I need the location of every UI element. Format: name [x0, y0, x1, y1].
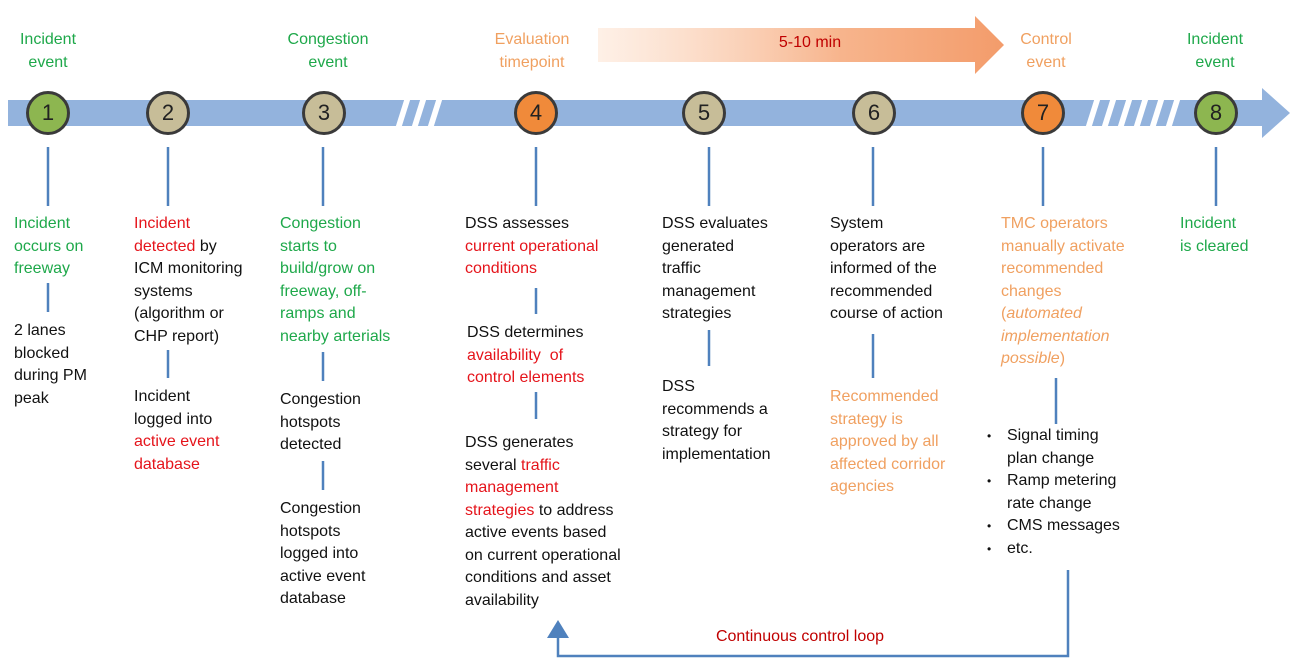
step-node-2: 2 — [146, 91, 190, 135]
text-segment: 2 lanes blocked during PM peak — [14, 322, 87, 407]
text-segment: Incident detected — [134, 215, 196, 255]
text-segment: TMC operators manually activate recommen… — [1001, 215, 1125, 322]
text-dss-evaluates: DSS evaluates generated traffic manageme… — [662, 213, 768, 326]
text-hotspots-detected: Congestion hotspots detected — [280, 389, 361, 457]
connector-lines — [46, 147, 1218, 490]
timeline-break-1 — [394, 94, 444, 132]
control-loop-label: Continuous control loop — [715, 628, 885, 645]
text-segment: traffic management strategies — [465, 456, 560, 519]
text-lanes-blocked: 2 lanes blocked during PM peak — [14, 320, 87, 410]
control-loop-arrowhead — [547, 620, 569, 638]
text-segment: DSS assesses — [465, 215, 570, 232]
text-segment: Congestion hotspots detected — [280, 391, 361, 453]
step-node-7: 7 — [1021, 91, 1065, 135]
text-segment: ) — [1059, 350, 1066, 367]
text-segment: DSS determines — [467, 324, 584, 341]
text-dss-recommends: DSS recommends a strategy for implementa… — [662, 376, 771, 466]
list-item: CMS messages — [985, 515, 1120, 538]
duration-arrow — [598, 16, 1004, 74]
step-node-8: 8 — [1194, 91, 1238, 135]
text-segment: availability of control elements — [467, 346, 585, 387]
text-segment: DSS recommends a strategy for implementa… — [662, 378, 771, 463]
step-node-5: 5 — [682, 91, 726, 135]
text-segment: to address active events based on curren… — [465, 501, 621, 609]
step-node-3: 3 — [302, 91, 346, 135]
text-dss-generates: DSS generates several traffic management… — [465, 432, 621, 612]
text-segment: Incident occurs on freeway — [14, 215, 84, 277]
control-loop-line — [556, 570, 1070, 658]
timeline-break-2 — [1084, 94, 1182, 132]
text-segment: by ICM monitoring systems (algorithm or … — [134, 237, 243, 345]
text-incident-logged: Incident logged into active event databa… — [134, 386, 219, 476]
text-segment: Incident logged into — [134, 388, 213, 428]
text-congestion-starts: Congestion starts to build/grow on freew… — [280, 213, 390, 348]
text-segment: System operators are informed of the rec… — [830, 215, 943, 322]
text-strategy-approved: Recommended strategy is approved by all … — [830, 386, 945, 499]
text-segment: DSS generates several — [465, 434, 574, 474]
text-segment: Incident is cleared — [1180, 215, 1249, 255]
text-dss-determines: DSS determines availability of control e… — [467, 322, 584, 390]
duration-label: 5-10 min — [778, 34, 842, 51]
list-item: etc. — [985, 538, 1120, 561]
text-tmc-operators: TMC operators manually activate recommen… — [1001, 213, 1125, 371]
list-item: Ramp metering rate change — [985, 470, 1120, 515]
text-hotspots-logged: Congestion hotspots logged into active e… — [280, 498, 365, 611]
step-node-6: 6 — [852, 91, 896, 135]
text-segment: Congestion hotspots logged into active e… — [280, 500, 366, 607]
text-incident-detected: Incident detected by ICM monitoring syst… — [134, 213, 242, 348]
list-item: Signal timing plan change — [985, 425, 1120, 470]
text-dss-assesses: DSS assesses current operational conditi… — [465, 213, 598, 281]
text-operators-informed: System operators are informed of the rec… — [830, 213, 943, 326]
text-segment: Recommended strategy is approved by all … — [830, 388, 946, 495]
text-segment: current operational conditions — [465, 237, 599, 278]
step-node-4: 4 — [514, 91, 558, 135]
text-incident-cleared: Incident is cleared — [1180, 213, 1248, 258]
text-incident-occurs: Incident occurs on freeway — [14, 213, 83, 281]
step-node-1: 1 — [26, 91, 70, 135]
text-segment: automated implementation possible — [1001, 305, 1110, 367]
control-actions-list: Signal timing plan change Ramp metering … — [985, 425, 1120, 560]
text-segment: DSS evaluates generated traffic manageme… — [662, 215, 768, 322]
text-segment: active event database — [134, 433, 220, 473]
text-segment: Congestion starts to build/grow on freew… — [280, 215, 391, 345]
